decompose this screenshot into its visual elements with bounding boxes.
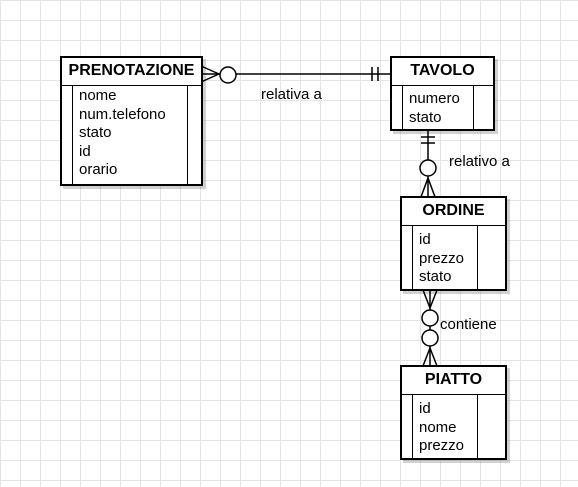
attribute-list: id nome prezzo <box>419 400 464 456</box>
attribute: stato <box>79 124 112 141</box>
connector-ordine-piatto <box>421 289 439 367</box>
column-divider <box>412 225 413 289</box>
relationship-label-ordine-piatto: contiene <box>440 316 497 333</box>
entity-tavolo[interactable]: TAVOLO numero stato <box>390 56 495 131</box>
attribute: num.telefono <box>79 105 166 123</box>
attribute: id <box>419 400 431 417</box>
attribute: nome <box>419 418 457 436</box>
entity-title: ORDINE <box>402 198 505 226</box>
column-divider <box>412 394 413 458</box>
column-divider <box>187 85 188 184</box>
attribute: id <box>419 231 431 248</box>
attribute: prezzo <box>419 437 465 454</box>
column-divider <box>477 394 478 458</box>
connector-tavolo-ordine <box>419 130 437 198</box>
attribute: stato <box>409 108 442 126</box>
attribute: prezzo <box>419 249 465 267</box>
attribute-list: numero stato <box>409 90 460 127</box>
entity-title: TAVOLO <box>392 58 493 86</box>
column-divider <box>477 225 478 289</box>
entity-piatto[interactable]: PIATTO id nome prezzo <box>400 365 507 460</box>
attribute: orario <box>79 161 118 178</box>
attribute: nome <box>79 87 117 104</box>
attribute: numero <box>409 90 460 107</box>
entity-title: PIATTO <box>402 367 505 395</box>
entity-prenotazione[interactable]: PRENOTAZIONE nome num.telefono stato id … <box>60 56 203 186</box>
column-divider <box>473 85 474 129</box>
attribute-list: id prezzo stato <box>419 231 464 287</box>
relationship-label-tavolo-ordine: relativo a <box>449 153 510 170</box>
attribute: stato <box>419 268 452 285</box>
attribute: id <box>79 142 91 160</box>
column-divider <box>72 85 73 184</box>
entity-title: PRENOTAZIONE <box>62 58 201 86</box>
entity-ordine[interactable]: ORDINE id prezzo stato <box>400 196 507 291</box>
connector-prenotazione-tavolo <box>200 65 390 84</box>
relationship-label-prenotazione-tavolo: relativa a <box>261 86 322 103</box>
column-divider <box>402 85 403 129</box>
attribute-list: nome num.telefono stato id orario <box>79 87 166 180</box>
